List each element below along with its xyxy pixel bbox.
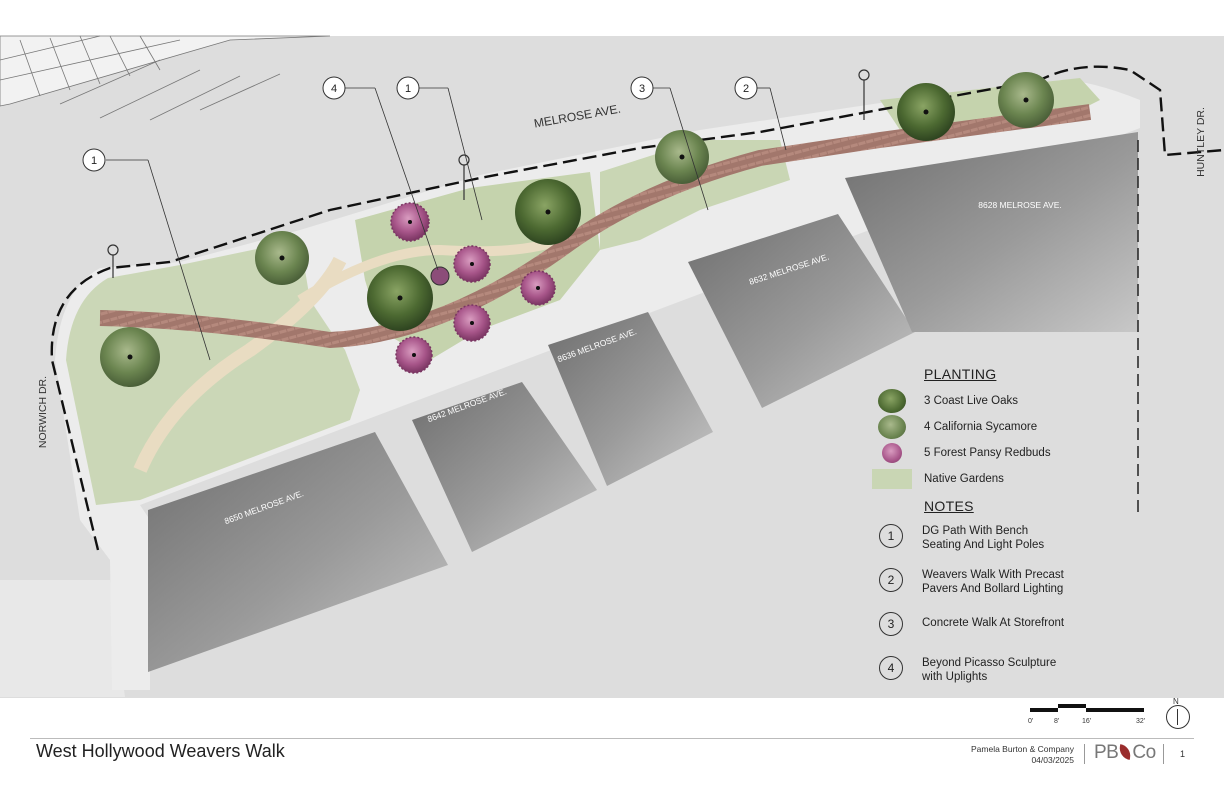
- legend-item: 3 Coast Live Oaks: [872, 388, 1132, 414]
- planting-heading: PLANTING: [924, 366, 997, 382]
- building-8636: [548, 312, 713, 486]
- building-8650: [148, 432, 448, 672]
- legend-label: 4 California Sycamore: [924, 421, 1038, 433]
- scale-bar: [1030, 704, 1144, 712]
- building-label-8628: 8628 MELROSE AVE.: [978, 200, 1061, 210]
- note-text: Weavers Walk With Precast Pavers And Bol…: [922, 569, 1064, 595]
- firm-logo: PB Co: [1094, 742, 1156, 764]
- note-text: Concrete Walk At Storefront: [922, 617, 1065, 629]
- tree-trunks: [127, 97, 1029, 360]
- legend-item: 5 Forest Pansy Redbuds: [872, 440, 1132, 466]
- legend-label: 5 Forest Pansy Redbuds: [924, 447, 1051, 459]
- scale-label: 32': [1136, 718, 1146, 725]
- redbud-tree-icon: [882, 443, 902, 463]
- note-text: DG Path With Bench Seating And Light Pol…: [922, 525, 1045, 551]
- logo-text: Co: [1132, 742, 1156, 763]
- street-lights: [107, 69, 870, 278]
- note-item: 1 DG Path With Bench Seating And Light P…: [872, 524, 1132, 568]
- callout-number: 1: [91, 155, 97, 167]
- dg-path-center: [297, 235, 562, 305]
- scale-label: 16': [1082, 718, 1092, 725]
- note-text: Beyond Picasso Sculpture with Uplights: [922, 657, 1057, 683]
- scale-label: 0': [1028, 718, 1034, 725]
- callout-number: 1: [405, 83, 411, 95]
- notes-heading: NOTES: [924, 498, 974, 514]
- buildings: [148, 132, 1138, 672]
- footer-separator: [1084, 744, 1085, 764]
- building-8632: [688, 214, 915, 408]
- legend-label: 3 Coast Live Oaks: [924, 395, 1018, 407]
- callout-number: 3: [639, 83, 645, 95]
- oak-tree-icon: [878, 389, 906, 413]
- legend-label: Native Gardens: [924, 473, 1004, 485]
- native-garden-swatch: [872, 469, 912, 489]
- building-8628: [845, 132, 1138, 332]
- logo-text: PB: [1094, 742, 1119, 763]
- note-item: 3 Concrete Walk At Storefront: [872, 612, 1132, 656]
- parking-lot: [0, 35, 331, 121]
- building-8642: [412, 382, 597, 552]
- firm-date: 04/03/2025: [1031, 755, 1074, 765]
- note-number: 1: [879, 524, 903, 548]
- firm-info: Pamela Burton & Company 04/03/2025: [971, 744, 1074, 766]
- street-label-norwich: NORWICH DR.: [37, 376, 49, 448]
- legend-item: 4 California Sycamore: [872, 414, 1132, 440]
- note-item: 2 Weavers Walk With Precast Pavers And B…: [872, 568, 1132, 612]
- scale-label: 8': [1054, 718, 1060, 725]
- legend: PLANTING 3 Coast Live Oaks 4 California …: [872, 366, 1132, 700]
- page-title: West Hollywood Weavers Walk: [36, 741, 285, 761]
- callouts: 1 4 1 3 2: [82, 76, 787, 361]
- north-arrow-icon: [1166, 705, 1190, 729]
- north-label: N: [1173, 697, 1179, 706]
- legend-item: Native Gardens: [872, 466, 1132, 492]
- sycamore-tree-icon: [878, 415, 906, 439]
- street-label-huntley: HUNTLEY DR.: [1195, 107, 1207, 177]
- page-number: 1: [1180, 749, 1186, 759]
- callout-number: 4: [331, 83, 337, 95]
- sidewalk: [55, 80, 1140, 690]
- picasso-sculpture: [430, 266, 450, 286]
- note-number: 3: [879, 612, 903, 636]
- note-number: 4: [879, 656, 903, 680]
- note-number: 2: [879, 568, 903, 592]
- lower-lot: [0, 580, 125, 697]
- firm-name: Pamela Burton & Company: [971, 744, 1074, 754]
- footer-divider: [30, 738, 1194, 739]
- callout-number: 2: [743, 83, 749, 95]
- note-item: 4 Beyond Picasso Sculpture with Uplights: [872, 656, 1132, 700]
- footer-separator: [1163, 744, 1164, 764]
- leaf-icon: [1118, 744, 1133, 760]
- weavers-walk-pavers: [99, 104, 1092, 349]
